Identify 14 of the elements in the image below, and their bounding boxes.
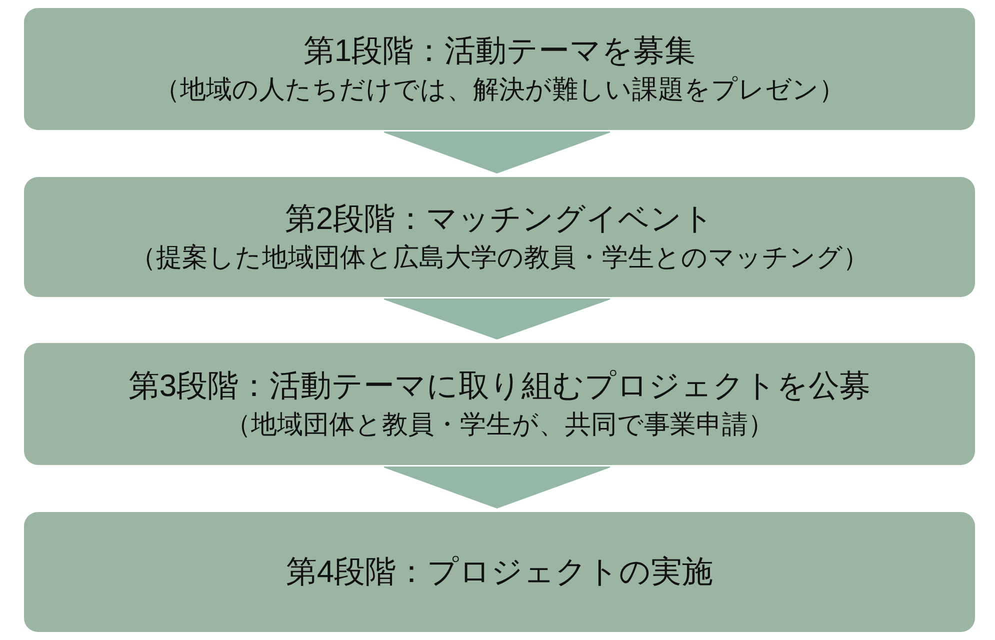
stage-box (24, 8, 975, 130)
stage-title: 第1段階：活動テーマを募集 (303, 32, 696, 70)
stage-box (24, 177, 975, 297)
stage-description: （地域団体と教員・学生が、共同で事業申請） (225, 408, 774, 441)
stage-description: （地域の人たちだけでは、解決が難しい課題をプレゼン） (154, 73, 845, 106)
stage-title: 第3段階：活動テーマに取り組むプロジェクトを公募 (128, 367, 871, 405)
stage-description: （提案した地域団体と広島大学の教員・学生とのマッチング） (130, 241, 869, 274)
stage-title: 第4段階：プロジェクトの実施 (286, 553, 714, 591)
chevron-arrow (384, 298, 610, 340)
stage-title: 第2段階：マッチングイベント (284, 200, 714, 238)
stage-box (24, 343, 975, 465)
stage-box (24, 512, 975, 632)
chevron-arrow (384, 466, 610, 509)
chevron-arrow (384, 132, 610, 174)
